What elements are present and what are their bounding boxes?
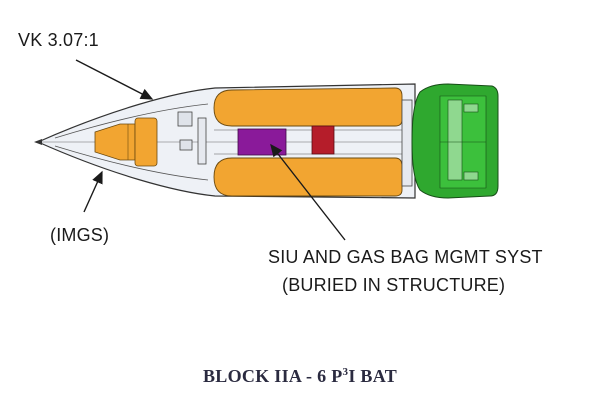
gas-bag-block bbox=[311, 125, 335, 155]
ratio-label: VK 3.07:1 bbox=[18, 30, 99, 50]
siu-leader-arrow bbox=[270, 143, 346, 241]
lower-fuel-tank bbox=[213, 157, 403, 197]
upper-fuel-tank bbox=[213, 87, 403, 127]
siu-label-line1: SIU AND GAS BAG MGMT SYST bbox=[268, 247, 543, 267]
imgs-label: (IMGS) bbox=[50, 225, 110, 245]
inner-cone-line-top bbox=[54, 103, 209, 139]
bulkhead bbox=[401, 99, 413, 187]
inner-cone-line-bottom bbox=[54, 145, 209, 181]
ratio-leader-arrow bbox=[75, 59, 154, 100]
equipment-boxes bbox=[177, 111, 207, 165]
imgs-leader-arrow bbox=[83, 170, 103, 213]
seeker-assembly bbox=[94, 117, 158, 167]
siu-block bbox=[237, 128, 287, 156]
nose-tip bbox=[34, 139, 42, 145]
diagram-title: BLOCK IIA - 6 P3I BAT bbox=[0, 366, 600, 387]
title-superscript: 3 bbox=[342, 366, 349, 378]
title-suffix: I BAT bbox=[348, 366, 398, 386]
siu-label-line2: (BURIED IN STRUCTURE) bbox=[282, 275, 506, 295]
title-prefix: BLOCK IIA - 6 P bbox=[202, 366, 343, 386]
kinetic-warhead bbox=[411, 83, 499, 199]
